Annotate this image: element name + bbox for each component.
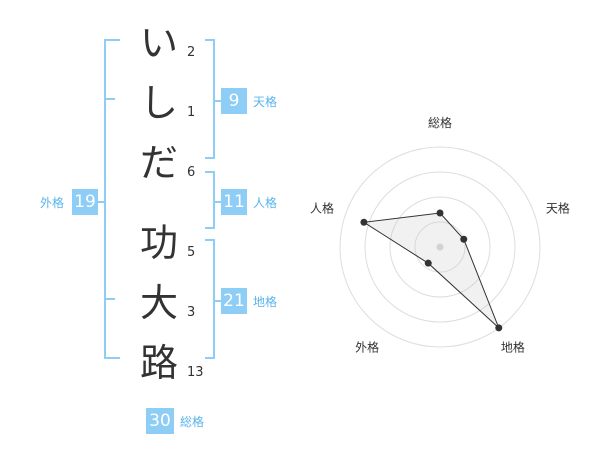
stroke-count-1: 2	[187, 45, 196, 60]
radar-axis-label-4: 外格	[355, 339, 379, 354]
stroke-count-2: 1	[187, 105, 196, 120]
name-char-6: 路	[139, 341, 178, 385]
radar-ring	[339, 146, 541, 348]
stroke-count-5: 3	[187, 305, 196, 320]
jinkaku-value: 11	[221, 189, 247, 215]
stroke-count-3: 6	[187, 165, 196, 180]
radar-ring	[364, 171, 516, 323]
radar-ring	[389, 196, 491, 298]
stroke-count-6: 13	[187, 365, 204, 380]
name-char-5: 大	[139, 281, 178, 325]
radar-point-1	[436, 209, 444, 217]
name-char-1: い	[139, 21, 178, 65]
gaikaku-label: 外格	[40, 196, 65, 210]
radar-point-3	[495, 324, 503, 332]
chikaku-value: 21	[221, 288, 247, 314]
radar-axis-label-1: 総格	[428, 115, 452, 130]
radar-point-2	[460, 235, 468, 243]
radar-axis-label-5: 人格	[310, 201, 334, 216]
radar-center	[436, 243, 444, 251]
radar-axis-label-3: 地格	[501, 339, 525, 354]
name-char-2: し	[139, 81, 178, 125]
tenkaku-label: 天格	[253, 95, 278, 109]
name-char-4: 功	[139, 221, 178, 265]
soukaku-value: 30	[146, 408, 174, 434]
radar-point-4	[424, 259, 432, 267]
radar-axis-label-2: 天格	[546, 201, 570, 216]
name-char-3: だ	[139, 141, 178, 185]
chikaku-label: 地格	[253, 295, 278, 309]
tenkaku-value: 9	[221, 88, 247, 114]
radar-point-5	[360, 218, 368, 226]
gaikaku-value: 19	[72, 189, 98, 215]
radar-series-polygon	[362, 212, 500, 329]
soukaku-label: 総格	[180, 415, 205, 429]
radar-ring	[414, 221, 466, 273]
stroke-count-4: 5	[187, 245, 196, 260]
jinkaku-label: 人格	[253, 196, 278, 210]
